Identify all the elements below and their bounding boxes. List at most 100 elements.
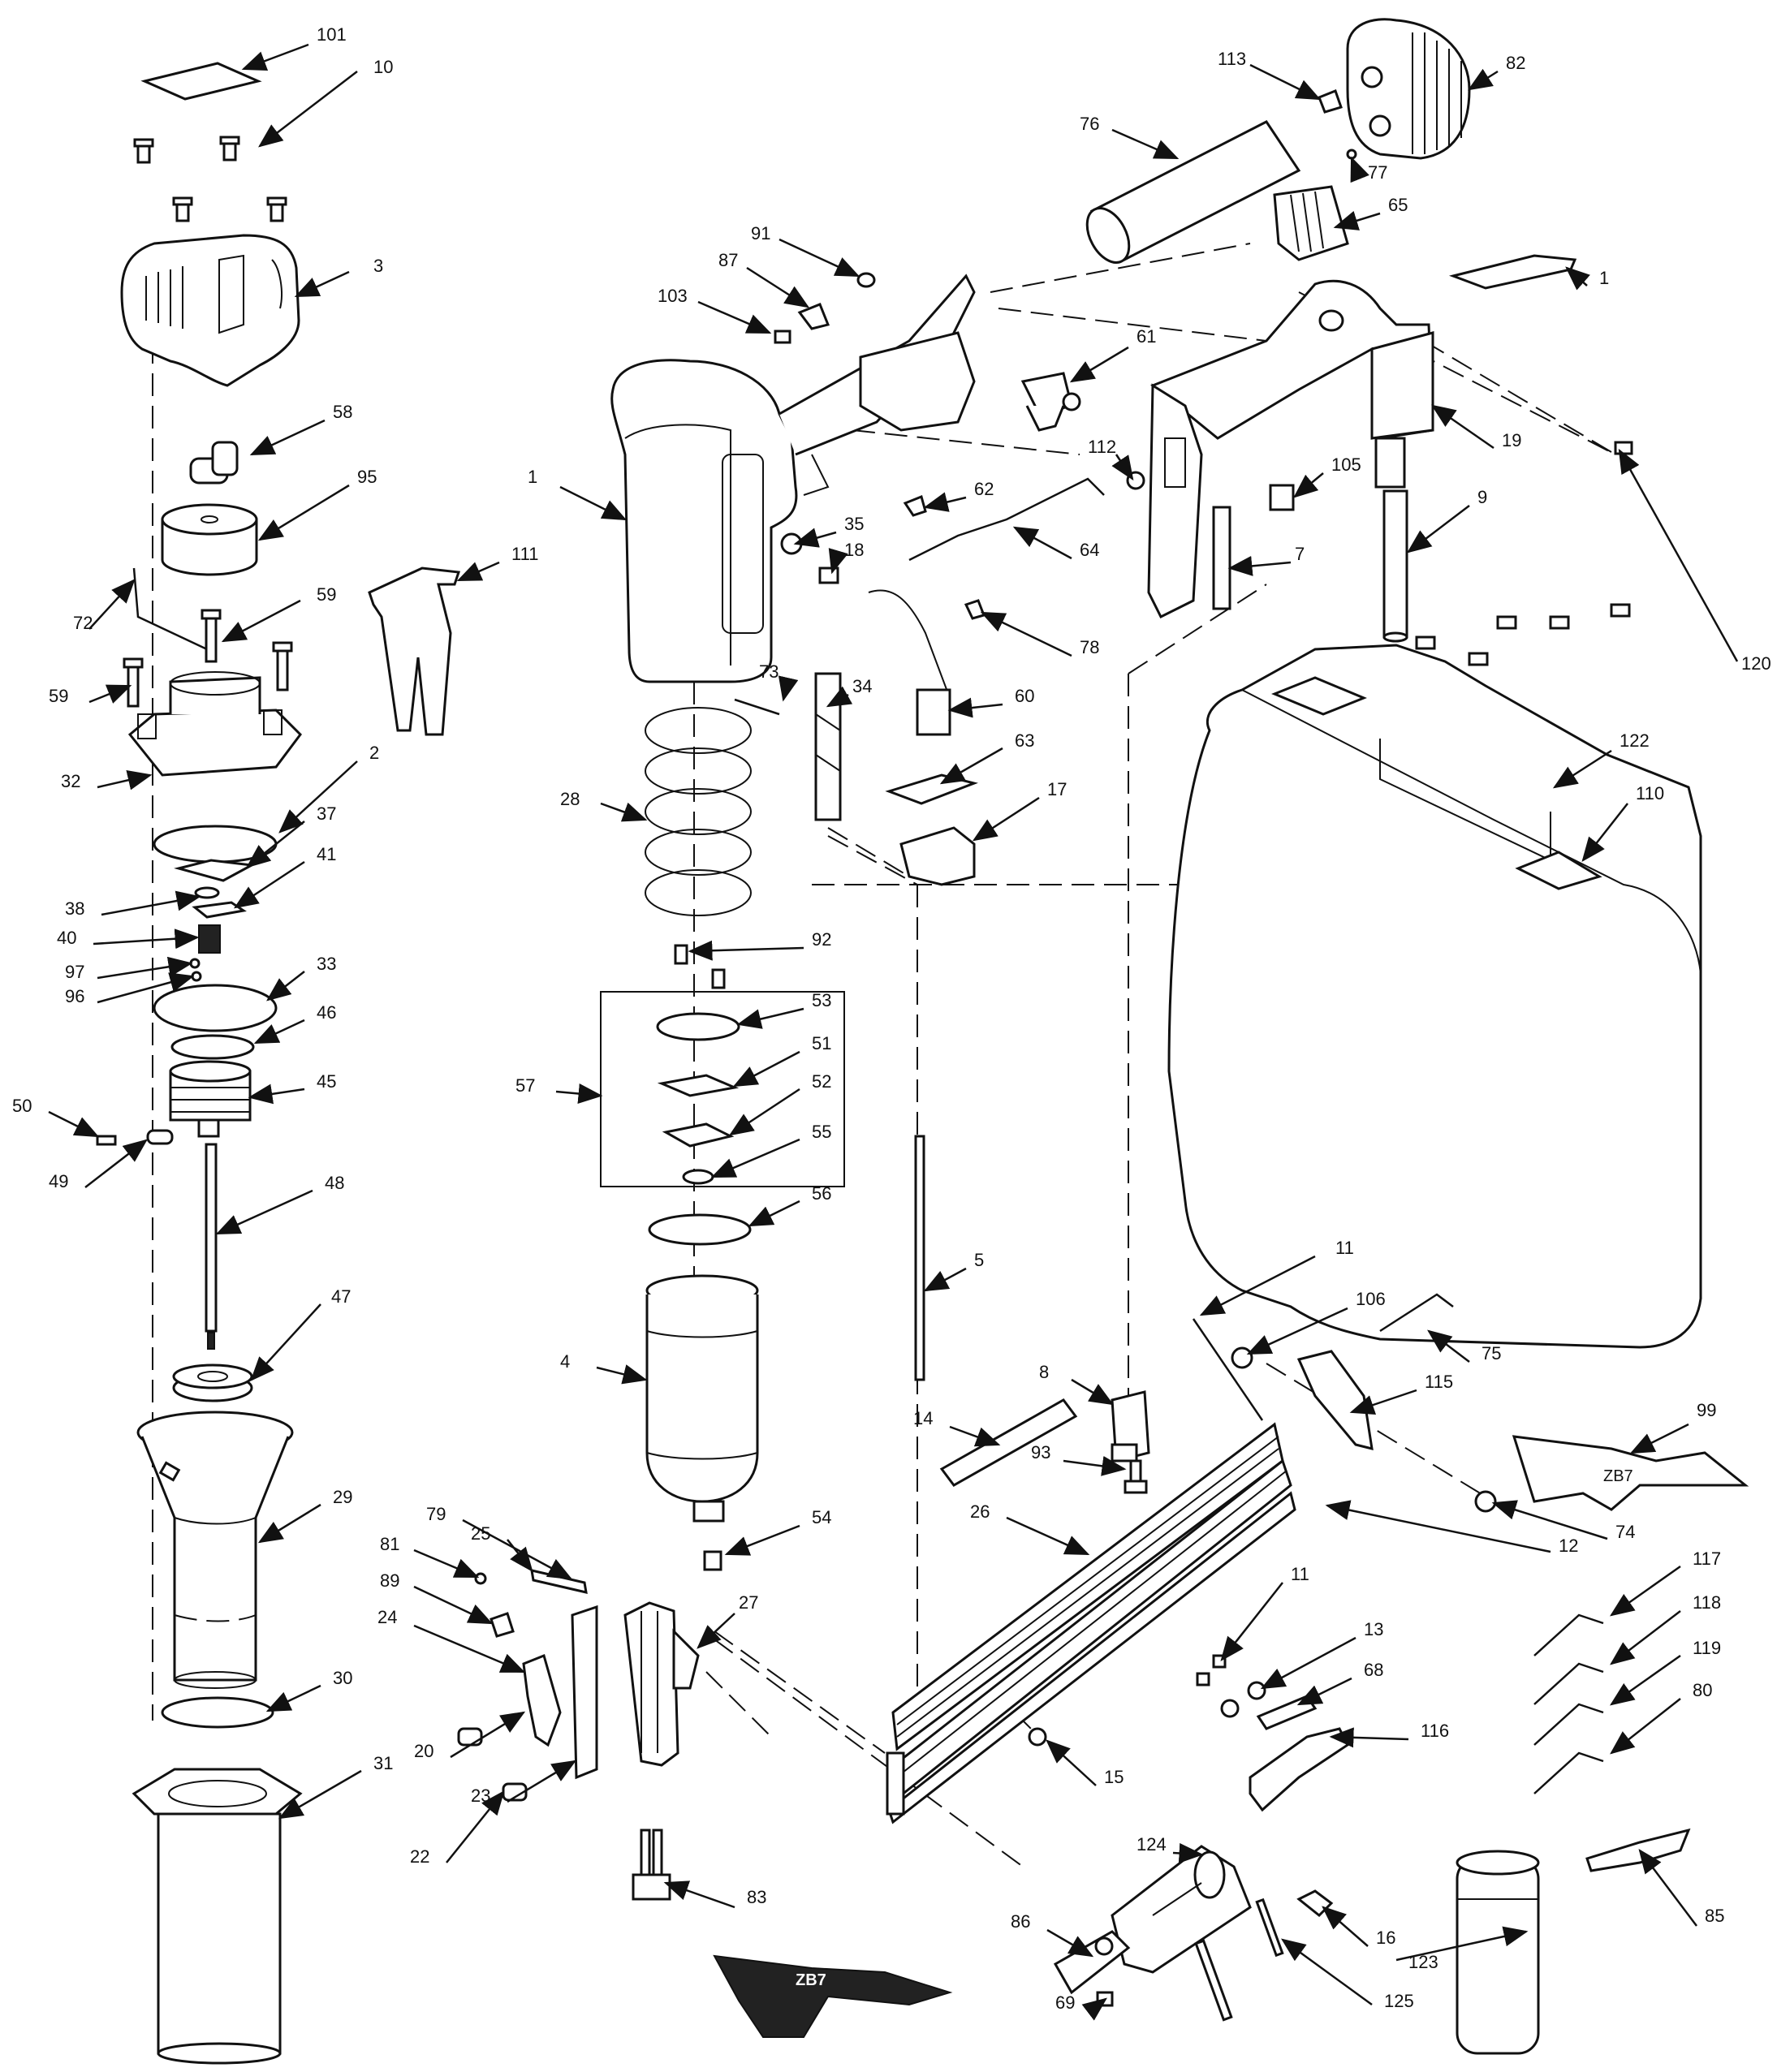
part-48-driver (205, 1143, 218, 1350)
part-89 (490, 1612, 515, 1638)
callout-leader (949, 1425, 1001, 1447)
callout-label: 4 (560, 1351, 570, 1372)
callout-label: 89 (380, 1570, 399, 1591)
callout-leader (413, 1585, 494, 1625)
right-column-parts: ZB7 (886, 18, 1749, 2055)
callout-leader (1609, 1565, 1681, 1617)
callout-label: 32 (61, 771, 80, 791)
callout-leader (724, 1524, 800, 1556)
callout-label: 45 (317, 1071, 336, 1092)
part-53 (656, 1012, 740, 1041)
callout-leader (250, 1303, 321, 1381)
callout-leader (1046, 1928, 1094, 1958)
part-18 (818, 566, 839, 584)
part-47-bumper (172, 1363, 253, 1402)
callout-label: 3 (373, 256, 383, 276)
part-76 (1273, 185, 1349, 261)
callout-label: 20 (414, 1741, 433, 1761)
part-9-screws (1415, 441, 1633, 666)
part-11b (1247, 1681, 1266, 1700)
part-64 (908, 477, 1105, 562)
part-25 (530, 1569, 588, 1594)
part-52 (662, 1122, 735, 1148)
callout-label: 59 (317, 584, 336, 605)
callout-leader (1111, 128, 1180, 160)
callout-label: 103 (658, 286, 688, 306)
callout-label: 117 (1693, 1549, 1721, 1569)
callout-leader (1609, 1654, 1681, 1706)
callout-leader (748, 1200, 800, 1227)
callout-leader (1280, 1938, 1373, 2006)
callout-leader (732, 1050, 800, 1088)
part-8 (1296, 1350, 1374, 1451)
callout-label: 87 (718, 250, 738, 270)
part-56 (648, 1213, 752, 1246)
callout-leader (596, 1364, 648, 1385)
callout-leader (507, 1539, 533, 1572)
callout-label: 18 (844, 540, 864, 560)
callout-label: 74 (1615, 1522, 1635, 1542)
part-2-gasket (153, 825, 278, 864)
callout-label: 72 (73, 613, 93, 633)
callout-label: 60 (1015, 686, 1034, 706)
part-77-tube (1085, 120, 1301, 264)
callout-label: 65 (1388, 195, 1408, 215)
part-78 (964, 599, 986, 620)
callout-leader (48, 1110, 100, 1138)
callout-label: 10 (373, 57, 393, 77)
callout-leader (221, 599, 301, 643)
callout-leader (1610, 1610, 1681, 1665)
callout-leader (253, 1019, 305, 1045)
part-81 (474, 1572, 487, 1585)
callout-label: 93 (1031, 1442, 1050, 1462)
part-87 (797, 303, 830, 330)
part-1-body (610, 274, 976, 683)
callout-label: 78 (1080, 637, 1099, 657)
part-4-cup (645, 1274, 759, 1523)
callout-label: 81 (380, 1534, 399, 1554)
callout-leader (246, 821, 305, 868)
part-7-pin (1382, 489, 1408, 643)
callout-leader (688, 940, 804, 961)
case-label-122 (1515, 851, 1602, 890)
part-38 (194, 886, 220, 899)
part-46-oring (170, 1034, 255, 1060)
part-11c (1220, 1699, 1240, 1718)
callout-label: 76 (1080, 114, 1099, 134)
part-10-screws (133, 136, 287, 222)
part-96 (191, 971, 202, 982)
callout-leader (663, 1880, 735, 1909)
part-51 (657, 1074, 740, 1097)
callout-leader (1325, 1500, 1551, 1553)
callout-leader (248, 1083, 305, 1105)
part-83 (632, 1829, 671, 1901)
callout-leader (947, 697, 1003, 718)
part-15 (1111, 1845, 1252, 1974)
part-103 (774, 330, 791, 344)
callout-label: 124 (1137, 1834, 1167, 1854)
part-22 (457, 1727, 528, 1802)
part-29-cylinder (136, 1411, 294, 1689)
callout-label: 56 (812, 1183, 831, 1204)
callout-label: 59 (49, 686, 68, 706)
callout-label: 2 (369, 743, 379, 763)
callout-leader (1581, 803, 1628, 862)
callout-label: 62 (974, 479, 994, 499)
callout-leader (1407, 505, 1470, 554)
callout-leader (257, 1503, 321, 1544)
callout-label: 99 (1697, 1400, 1716, 1420)
callout-label: 48 (325, 1173, 344, 1193)
part-3-cap (120, 234, 300, 387)
callout-label: 27 (739, 1592, 758, 1613)
callout-leader (1246, 1307, 1348, 1355)
callout-leader (1629, 1423, 1689, 1454)
part-32-head (127, 671, 302, 777)
callout-label: 73 (759, 661, 779, 682)
callout-leader (1260, 1636, 1356, 1690)
part-69b (1255, 1898, 1284, 1958)
callout-label: 101 (317, 24, 347, 45)
part-14 (1124, 1459, 1148, 1494)
callout-label: 95 (357, 467, 377, 487)
callout-label: 120 (1741, 653, 1771, 674)
part-101-plate (140, 62, 262, 101)
